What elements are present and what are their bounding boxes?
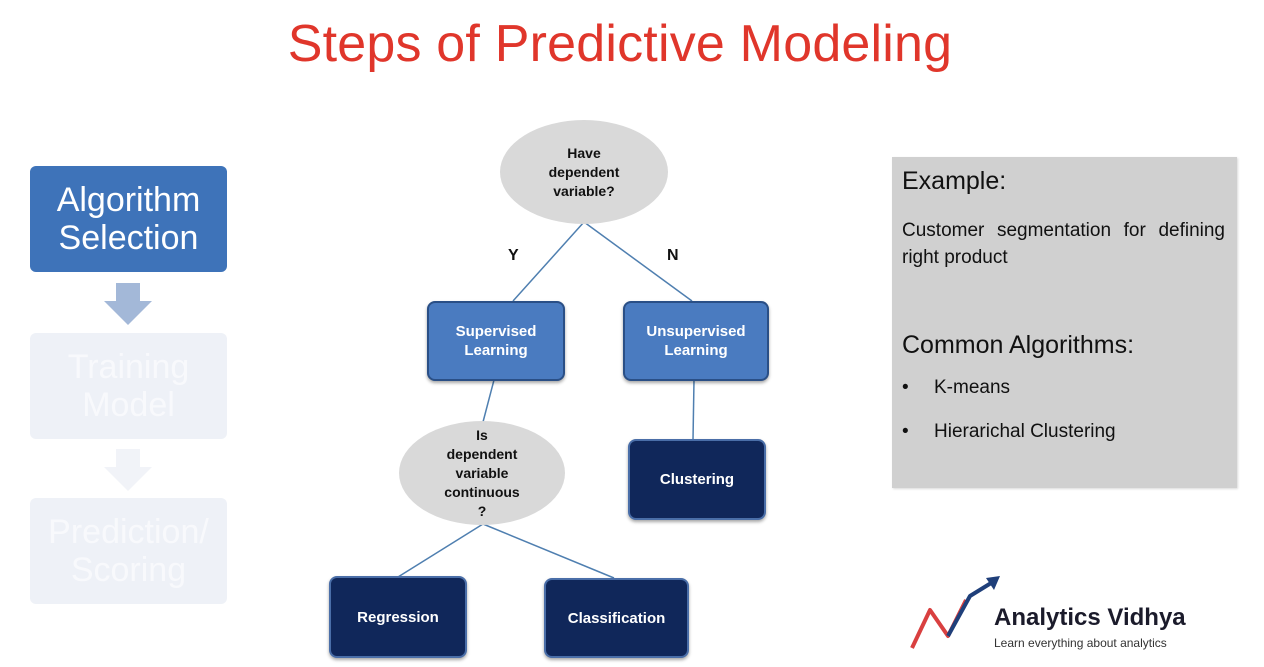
list-item: •K-means — [902, 377, 1011, 398]
step-training-model[interactable]: Training Model — [30, 333, 227, 439]
clustering-box: Clustering — [628, 439, 766, 520]
oval-line: Have — [567, 144, 601, 161]
decision-has-dependent-variable: Have dependent variable? — [500, 120, 668, 224]
decision-is-variable-continuous: Is dependent variable continuous ? — [399, 421, 565, 525]
yes-label: Y — [508, 247, 519, 264]
oval-line: variable? — [553, 182, 615, 199]
logo-tagline: Learn everything about analytics — [994, 636, 1167, 650]
step-prediction-scoring[interactable]: Prediction/ Scoring — [30, 498, 227, 604]
box-line: Supervised — [455, 323, 537, 340]
connector-supervised — [482, 379, 495, 423]
step-algorithm-selection[interactable]: Algorithm Selection — [30, 166, 227, 272]
connector-unsupervised — [692, 379, 695, 441]
step-label-line2: Model — [82, 386, 175, 424]
example-heading: Example: — [902, 167, 1007, 195]
classification-box: Classification — [544, 578, 689, 658]
oval-line: variable — [455, 464, 509, 481]
algorithms-list: •K-means •Hierarichal Clustering — [902, 377, 1116, 465]
connector-no — [583, 221, 693, 302]
box-line: Unsupervised — [646, 323, 746, 340]
box-line: Learning — [464, 342, 528, 359]
unsupervised-learning-box: Unsupervised Learning — [623, 301, 769, 381]
step-label-line1: Training — [67, 348, 190, 386]
connector-regression — [397, 523, 484, 578]
connector-yes — [512, 221, 585, 302]
algorithm-name: K-means — [934, 377, 1011, 398]
page-title: Steps of Predictive Modeling — [287, 15, 953, 73]
analytics-vidhya-logo-icon — [910, 576, 1000, 649]
connector-classification — [482, 523, 615, 579]
oval-line: continuous — [444, 483, 520, 500]
example-panel: Example: Customer segmentation for defin… — [892, 157, 1237, 488]
oval-line: dependent — [548, 163, 620, 180]
oval-line: ? — [477, 502, 487, 519]
down-arrow-icon — [104, 449, 152, 491]
down-arrow-icon — [104, 283, 152, 325]
algorithms-heading: Common Algorithms: — [902, 331, 1135, 359]
step-label-line2: Selection — [58, 219, 199, 257]
no-label: N — [667, 247, 679, 264]
oval-line: Is — [476, 426, 488, 443]
algorithm-name: Hierarichal Clustering — [934, 421, 1116, 442]
box-line: Learning — [664, 342, 728, 359]
step-label-line2: Scoring — [70, 551, 187, 589]
supervised-learning-box: Supervised Learning — [427, 301, 565, 381]
oval-line: dependent — [446, 445, 518, 462]
step-label-line1: Algorithm — [56, 181, 201, 219]
logo-name: Analytics Vidhya — [994, 604, 1186, 631]
regression-box: Regression — [329, 576, 467, 658]
list-item: •Hierarichal Clustering — [902, 421, 1116, 442]
example-text: Customer segmentation for defining right… — [902, 220, 1225, 268]
step-label-line1: Prediction/ — [48, 513, 209, 551]
